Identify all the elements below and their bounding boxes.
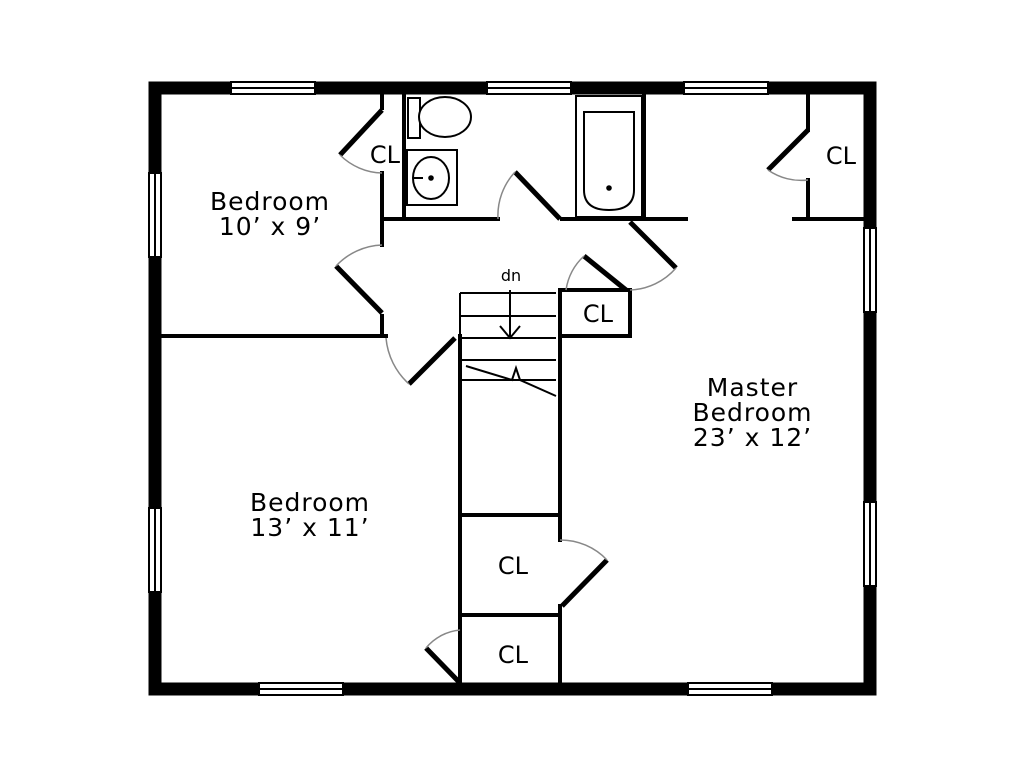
toilet-icon	[407, 96, 472, 139]
closet-label-bedroom1: CL	[369, 141, 401, 169]
door-bathroom	[497, 170, 562, 221]
door-bedroom1	[334, 244, 384, 315]
room-name-master-line2: Bedroom	[692, 398, 813, 427]
door-hall-closet	[565, 254, 628, 292]
staircase	[459, 290, 557, 397]
room-size-bedroom-2: 13’ x 11’	[250, 513, 370, 542]
door-bedroom2	[385, 336, 457, 386]
interior-walls	[159, 94, 866, 685]
door-bedroom1-closet	[338, 108, 384, 174]
stair-direction-arrow-icon	[499, 290, 521, 340]
sink-icon	[406, 149, 458, 206]
closet-label-master: CL	[825, 142, 857, 170]
room-size-bedroom-1: 10’ x 9’	[218, 212, 322, 241]
door-master-closet	[766, 128, 810, 182]
doors	[334, 108, 810, 685]
room-size-master: 23’ x 12’	[692, 423, 813, 452]
room-name-bedroom-2: Bedroom	[249, 488, 371, 517]
room-name-bedroom-1: Bedroom	[209, 187, 331, 216]
closet-label-lower-1: CL	[497, 552, 529, 580]
closet-label-hall: CL	[582, 300, 614, 328]
bathtub-icon	[575, 95, 643, 218]
room-name-master-line1: Master	[706, 373, 799, 402]
windows	[148, 81, 877, 696]
door-master-bedroom	[628, 220, 678, 291]
door-lower-closet-2	[424, 629, 462, 685]
closet-label-lower-2: CL	[497, 641, 529, 669]
door-lower-closet-1	[559, 539, 609, 608]
bathroom-fixtures	[406, 95, 643, 218]
stair-label-down: dn	[500, 266, 522, 285]
